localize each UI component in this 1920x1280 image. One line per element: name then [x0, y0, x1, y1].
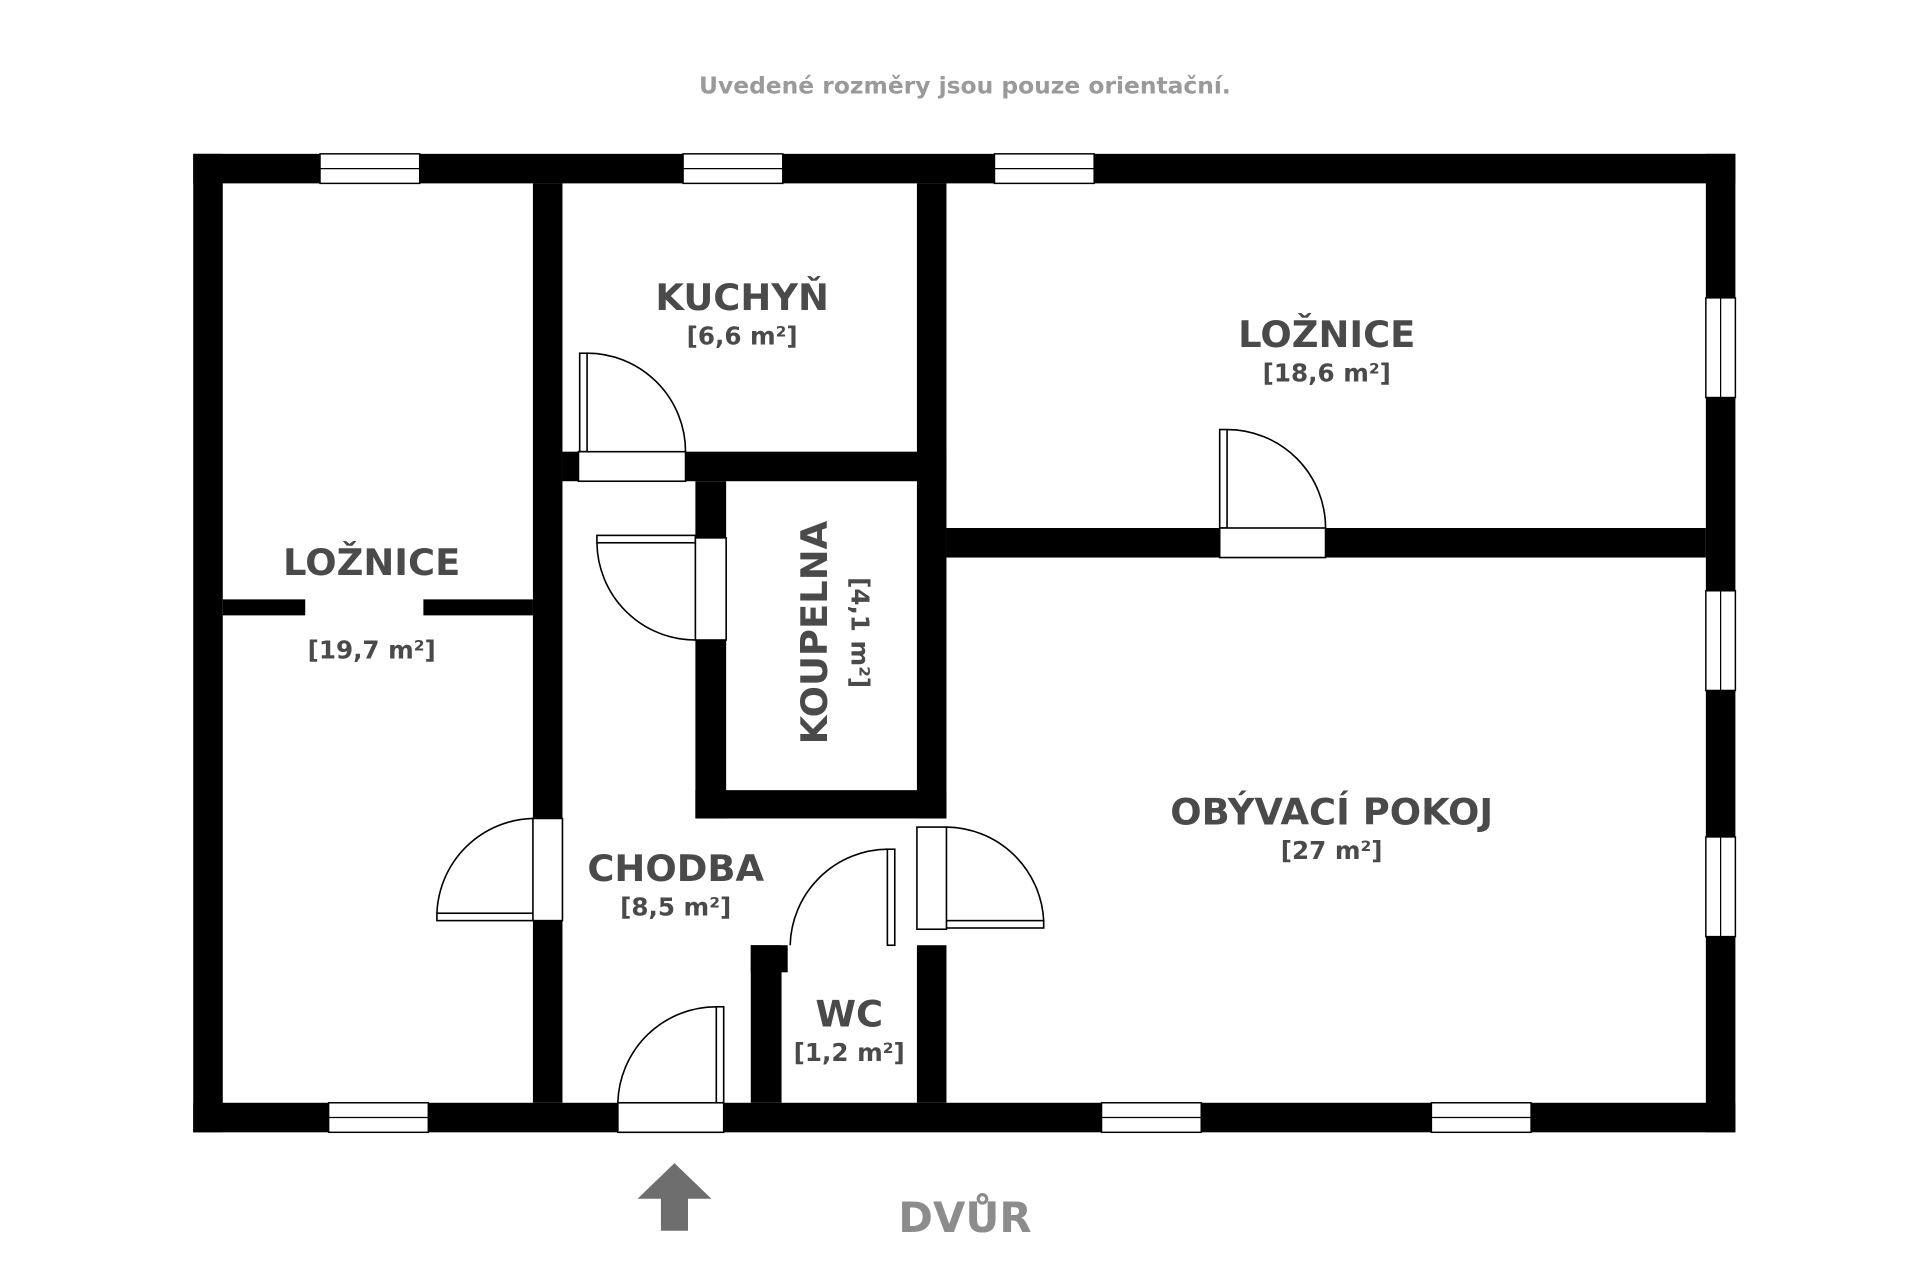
room-area-loznice-right: [18,6 m²]: [1263, 359, 1391, 388]
doors: [436, 352, 1327, 1134]
room-name-wc: WC: [815, 992, 883, 1035]
room-labels: KUCHYŇ [6,6 m²] LOŽNICE [18,6 m²] LOŽNIC…: [283, 275, 1493, 1067]
room-name-kuchyn: KUCHYŇ: [655, 275, 829, 319]
room-name-chodba: CHODBA: [587, 847, 764, 890]
windows: [319, 153, 1737, 1134]
entrance-arrow-icon: [637, 1163, 712, 1231]
room-area-wc: [1,2 m²]: [794, 1038, 905, 1067]
room-name-loznice-left: LOŽNICE: [283, 540, 460, 584]
room-area-kuchyn: [6,6 m²]: [687, 322, 798, 351]
room-area-loznice-left: [19,7 m²]: [308, 635, 436, 664]
room-name-koupelna: KOUPELNA: [793, 520, 836, 744]
room-area-chodba: [8,5 m²]: [620, 893, 731, 922]
room-name-obyvaci: OBÝVACÍ POKOJ: [1170, 790, 1493, 834]
room-area-koupelna: [4,1 m²]: [846, 577, 875, 688]
room-area-obyvaci: [27 m²]: [1281, 836, 1383, 865]
entrance-label: DVŮR: [898, 1192, 1031, 1242]
disclaimer-note: Uvedené rozměry jsou pouze orientační.: [699, 72, 1231, 100]
room-name-loznice-right: LOŽNICE: [1238, 312, 1415, 356]
